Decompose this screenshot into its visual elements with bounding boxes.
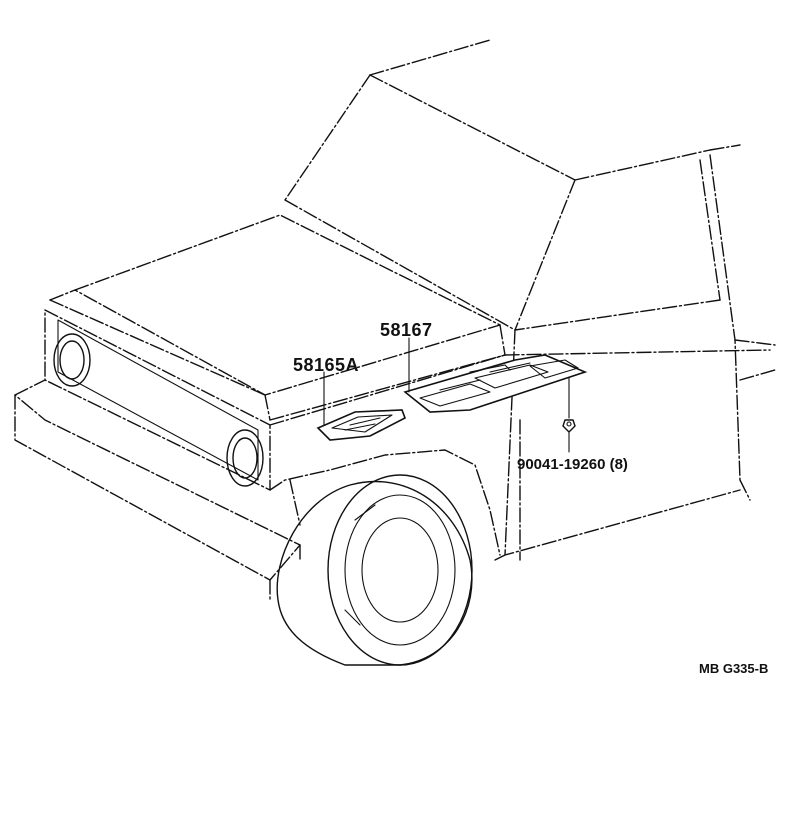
hood-vent-panel-part — [403, 354, 588, 413]
cab-outline — [284, 39, 751, 501]
hood-outline — [49, 214, 771, 421]
callout-58167: 58167 — [380, 320, 433, 340]
fender-outline — [269, 354, 506, 556]
hood-vent-bracket-part — [316, 409, 406, 441]
callout-90041-19260: 90041-19260 (8) — [517, 456, 628, 473]
front-bumper — [14, 379, 301, 601]
clip-part — [562, 419, 576, 441]
front-grille — [44, 309, 271, 491]
left-headlight — [53, 333, 91, 387]
leader-lines — [323, 337, 570, 453]
front-wheel — [276, 474, 473, 666]
right-headlight — [226, 429, 264, 487]
door-outline — [494, 329, 776, 561]
figure-code: MB G335-B — [699, 661, 768, 676]
callout-58165A: 58165A — [293, 355, 359, 375]
